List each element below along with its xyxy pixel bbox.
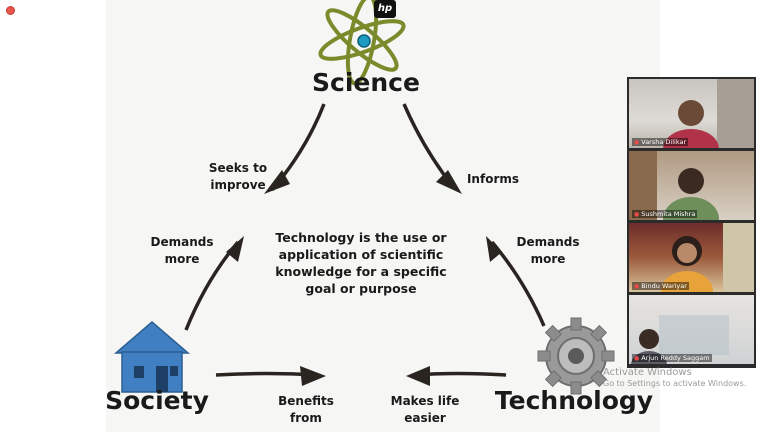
label-demands-left-line2: more (164, 252, 200, 266)
label-seeks-to-improve-line1: Seeks to (208, 161, 268, 175)
arrowhead-demands-left (226, 236, 244, 262)
arrowhead-seeks-to-improve (264, 170, 290, 194)
label-benefits-line1: Benefits (278, 394, 334, 408)
label-demands-more-left: Demands more (142, 234, 222, 268)
label-seeks-to-improve: Seeks to improve (198, 160, 278, 194)
participant-name-text: Arjun Reddy Saggam (641, 354, 710, 362)
label-makes-life-line1: Makes life (390, 394, 460, 408)
mic-muted-icon: ● (634, 211, 640, 218)
science-title: Science (312, 68, 420, 97)
label-makes-life-line2: easier (404, 411, 446, 425)
mic-muted-icon: ● (634, 283, 640, 290)
house-icon (113, 321, 191, 393)
label-demands-left-line1: Demands (150, 235, 214, 249)
participant-video (661, 223, 754, 292)
label-demands-right-line1: Demands (516, 235, 580, 249)
watermark-subtitle: Go to Settings to activate Windows. (603, 379, 747, 388)
arrowhead-makes-life-easier (406, 366, 430, 386)
technology-title: Technology (494, 386, 654, 415)
label-benefits-line2: from (290, 411, 322, 425)
watermark-title: Activate Windows (603, 367, 692, 378)
participant-name: ●Arjun Reddy Saggam (632, 354, 712, 362)
participant-name: ●Varsha Dilikar (632, 138, 689, 146)
participant-tile[interactable]: ●Sushmita Mishra (629, 151, 754, 220)
label-informs: Informs (466, 172, 520, 186)
recording-indicator-icon (6, 6, 15, 15)
atom-icon (318, 0, 406, 86)
activate-windows-watermark: Activate Windows Go to Settings to activ… (603, 367, 746, 388)
arrowhead-demands-right (486, 236, 502, 262)
label-demands-more-right: Demands more (506, 234, 590, 268)
label-seeks-to-improve-line2: improve (210, 178, 266, 192)
definition-line4: goal or purpose (305, 281, 417, 296)
participant-video (663, 79, 754, 148)
label-benefits-from: Benefits from (266, 393, 346, 427)
shared-slide: hp Science Society Technology Seeks to i… (105, 0, 660, 432)
participant-name-text: Sushmita Mishra (641, 210, 696, 218)
gear-icon (537, 317, 615, 395)
participant-name: ●Sushmita Mishra (632, 210, 698, 218)
participant-video (631, 315, 729, 364)
participant-panel: ●Varsha Dilikar ●Sushmita Mishra ●Bindu … (627, 77, 756, 368)
mic-muted-icon: ● (634, 355, 640, 362)
label-makes-life-easier: Makes life easier (382, 393, 468, 427)
arrowhead-benefits (300, 366, 326, 386)
participant-video (629, 151, 719, 220)
slide-graphics (113, 0, 615, 395)
hp-logo: hp (374, 0, 396, 18)
label-demands-right-line2: more (530, 252, 566, 266)
relationship-arrows (184, 103, 546, 386)
society-title: Society (105, 386, 209, 415)
arrowhead-informs (436, 170, 462, 194)
participant-name-text: Varsha Dilikar (641, 138, 687, 146)
technology-definition: Technology is the use or application of … (266, 229, 456, 297)
participant-tile[interactable]: ●Varsha Dilikar (629, 79, 754, 148)
participant-tile[interactable]: ●Bindu Wariyar (629, 223, 754, 292)
participant-name-text: Bindu Wariyar (641, 282, 687, 290)
participant-tile[interactable]: ●Arjun Reddy Saggam (629, 295, 754, 364)
definition-line3: knowledge for a specific (275, 264, 447, 279)
definition-line2: application of scientific (278, 247, 444, 262)
definition-line1: Technology is the use or (275, 230, 447, 245)
participant-name: ●Bindu Wariyar (632, 282, 689, 290)
mic-muted-icon: ● (634, 139, 640, 146)
